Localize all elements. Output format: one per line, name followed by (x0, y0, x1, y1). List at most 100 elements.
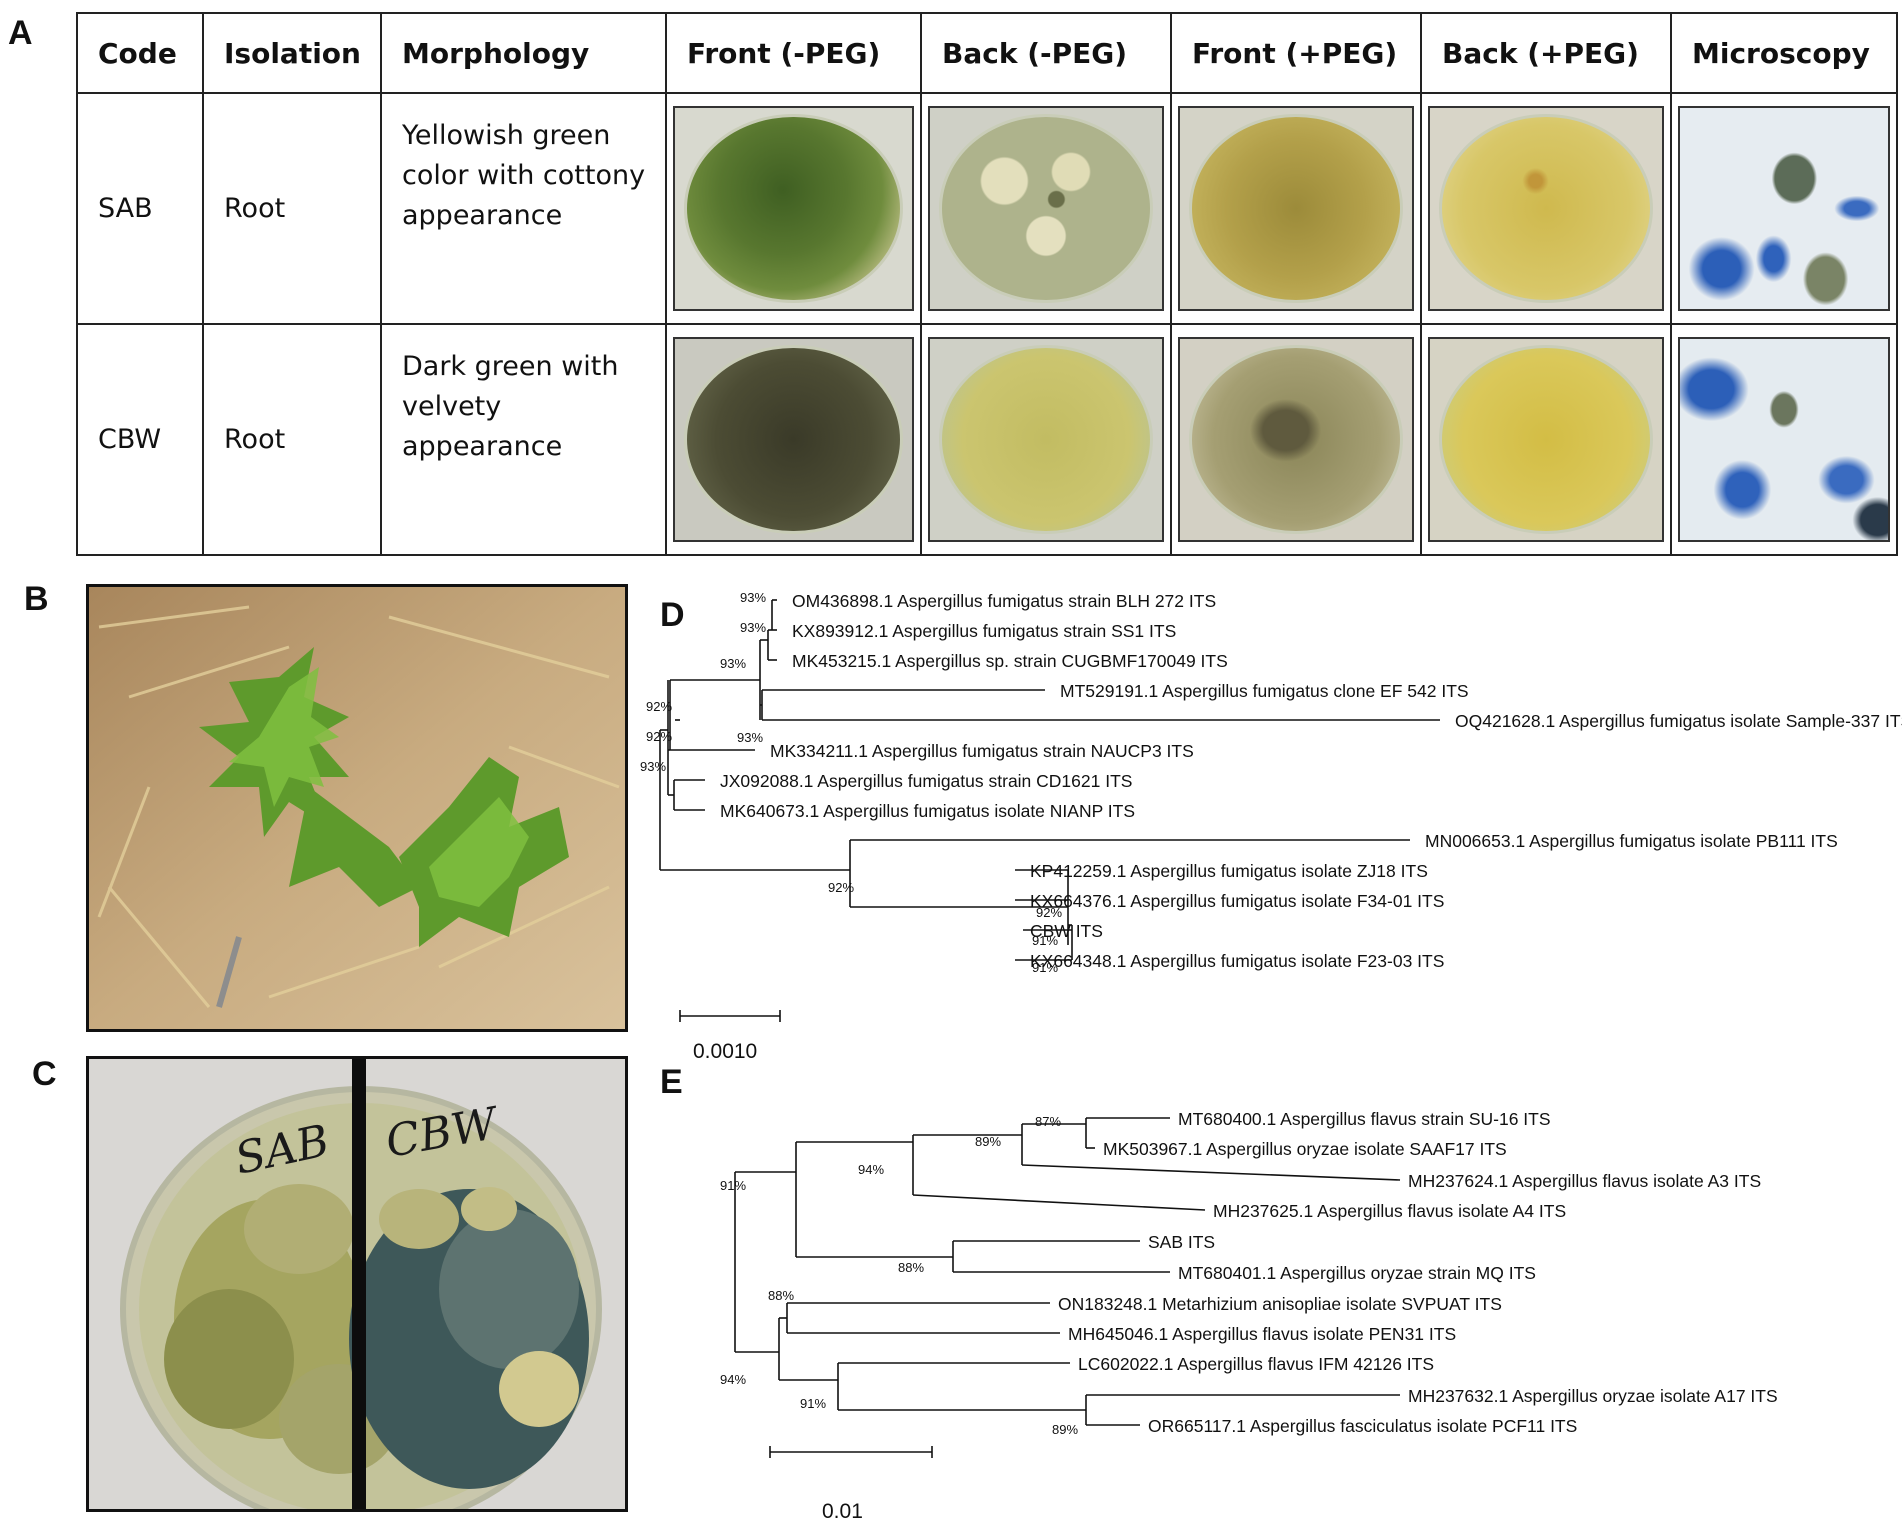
tree-branch (912, 1194, 1206, 1211)
photo-cell (665, 323, 922, 556)
bootstrap-value: 93% (740, 590, 766, 605)
header-front-plus-peg: Front (+PEG) (1170, 12, 1422, 94)
bootstrap-value: 94% (858, 1162, 884, 1177)
bootstrap-value: 91% (720, 1178, 746, 1193)
tree-leaf-label: KP412259.1 Aspergillus fumigatus isolate… (1030, 861, 1428, 881)
row-morphology: Dark green with velvety appearance (380, 323, 667, 556)
plant-illustration (89, 587, 625, 1029)
row-isolation: Root (202, 323, 382, 556)
photo-cell (920, 323, 1172, 556)
photo-cell (1420, 92, 1672, 325)
cbw-microscopy-photo (1678, 337, 1890, 542)
photo-cell (665, 92, 922, 325)
bootstrap-value: 92% (646, 699, 672, 714)
cbw-front-plate-photo (673, 337, 914, 542)
bootstrap-value: 91% (1032, 960, 1058, 975)
header-front-minus-peg: Front (-PEG) (665, 12, 922, 94)
tree-leaf-label: ON183248.1 Metarhizium anisopliae isolat… (1058, 1294, 1502, 1314)
tree-leaf-label: MH237624.1 Aspergillus flavus isolate A3… (1408, 1171, 1761, 1191)
sab-front-peg-plate-photo (1178, 106, 1414, 311)
tree-leaf-label: MK503967.1 Aspergillus oryzae isolate SA… (1103, 1139, 1507, 1159)
sab-back-peg-plate-photo (1428, 106, 1664, 311)
row-isolation: Root (202, 92, 382, 325)
tree-leaf-label: KX664348.1 Aspergillus fumigatus isolate… (1030, 951, 1444, 971)
panel-label-b: B (24, 580, 49, 618)
isolate-morphology-table: Code Isolation Morphology Front (-PEG) B… (76, 12, 1898, 556)
photo-cell (1670, 323, 1898, 556)
row-morphology: Yellowish green color with cottony appea… (380, 92, 667, 325)
row-code: CBW (76, 323, 204, 556)
cbw-back-peg-plate-photo (1428, 337, 1664, 542)
header-isolation: Isolation (202, 12, 382, 94)
tree-e-scale-label: 0.01 (822, 1500, 863, 1523)
sab-back-plate-photo (928, 106, 1164, 311)
bootstrap-value: 93% (720, 656, 746, 671)
bootstrap-value: 94% (720, 1372, 746, 1387)
tree-leaf-label: SAB ITS (1148, 1232, 1215, 1252)
tree-leaf-label: MN006653.1 Aspergillus fumigatus isolate… (1425, 831, 1838, 851)
plate-illustration: SAB CBW (89, 1059, 625, 1509)
bootstrap-value: 93% (737, 730, 763, 745)
photo-cell (1170, 92, 1422, 325)
tree-d-scale-label: 0.0010 (693, 1040, 758, 1063)
row-code: SAB (76, 92, 204, 325)
bootstrap-value: 93% (740, 620, 766, 635)
plant-photo (86, 584, 628, 1032)
bootstrap-value: 89% (975, 1134, 1001, 1149)
morphology-line: Yellowish green (402, 120, 611, 151)
header-back-minus-peg: Back (-PEG) (920, 12, 1172, 94)
morphology-line: color with cottony (402, 160, 646, 191)
panel-label-a: A (8, 14, 33, 52)
bootstrap-value: 92% (1036, 905, 1062, 920)
panel-label-e: E (660, 1063, 683, 1101)
tree-leaf-label: KX664376.1 Aspergillus fumigatus isolate… (1030, 891, 1444, 911)
bootstrap-value: 93% (640, 759, 666, 774)
tree-leaf-label: OQ421628.1 Aspergillus fumigatus isolate… (1455, 711, 1902, 731)
morphology-line: Dark green with (402, 351, 619, 382)
tree-leaf-label: MK453215.1 Aspergillus sp. strain CUGBMF… (792, 651, 1228, 671)
tree-leaf-label: CBW ITS (1030, 921, 1103, 941)
photo-cell (1420, 323, 1672, 556)
tree-leaf-label: JX092088.1 Aspergillus fumigatus strain … (720, 771, 1132, 791)
morphology-line: appearance (402, 200, 563, 231)
panel-label-c: C (32, 1055, 57, 1093)
tree-leaf-label: MK640673.1 Aspergillus fumigatus isolate… (720, 801, 1135, 821)
photo-cell (1170, 323, 1422, 556)
tree-leaf-label: MH237632.1 Aspergillus oryzae isolate A1… (1408, 1386, 1778, 1406)
bootstrap-value: 92% (828, 880, 854, 895)
cbw-front-peg-plate-photo (1178, 337, 1414, 542)
tree-leaf-label: MT680401.1 Aspergillus oryzae strain MQ … (1178, 1263, 1536, 1283)
panel-label-d: D (660, 596, 685, 634)
header-morphology: Morphology (380, 12, 667, 94)
bootstrap-value: 88% (898, 1260, 924, 1275)
tree-leaf-label: MT529191.1 Aspergillus fumigatus clone E… (1060, 681, 1469, 701)
photo-cell (920, 92, 1172, 325)
tree-leaf-label: MT680400.1 Aspergillus flavus strain SU-… (1178, 1109, 1551, 1129)
bootstrap-value: 89% (1052, 1422, 1078, 1437)
header-microscopy: Microscopy (1670, 12, 1898, 94)
bootstrap-value: 91% (1032, 933, 1058, 948)
sab-microscopy-photo (1678, 106, 1890, 311)
morphology-line: appearance (402, 431, 563, 462)
tree-branch (1021, 1164, 1401, 1181)
header-code: Code (76, 12, 204, 94)
tree-leaf-label: OM436898.1 Aspergillus fumigatus strain … (792, 591, 1216, 611)
cbw-back-plate-photo (928, 337, 1164, 542)
dual-culture-plate-photo: SAB CBW (86, 1056, 628, 1512)
tree-leaf-label: OR665117.1 Aspergillus fasciculatus isol… (1148, 1416, 1577, 1436)
sab-front-plate-photo (673, 106, 914, 311)
morphology-line: velvety (402, 391, 502, 422)
table-row: SAB Root Yellowish green color with cott… (76, 92, 1898, 325)
phylogenetic-tree-d: OM436898.1 Aspergillus fumigatus strain … (640, 590, 1902, 1022)
tree-leaf-label: MH237625.1 Aspergillus flavus isolate A4… (1213, 1201, 1566, 1221)
table-row: CBW Root Dark green with velvety appeara… (76, 323, 1898, 556)
bootstrap-value: 92% (646, 729, 672, 744)
tree-leaf-label: MH645046.1 Aspergillus flavus isolate PE… (1068, 1324, 1456, 1344)
bootstrap-value: 91% (800, 1396, 826, 1411)
bootstrap-value: 88% (768, 1288, 794, 1303)
bootstrap-value: 87% (1035, 1114, 1061, 1129)
header-back-plus-peg: Back (+PEG) (1420, 12, 1672, 94)
phylogenetic-tree-e: MT680400.1 Aspergillus flavus strain SU-… (720, 1109, 1778, 1458)
tree-leaf-label: MK334211.1 Aspergillus fumigatus strain … (770, 741, 1194, 761)
tree-leaf-label: LC602022.1 Aspergillus flavus IFM 42126 … (1078, 1354, 1434, 1374)
